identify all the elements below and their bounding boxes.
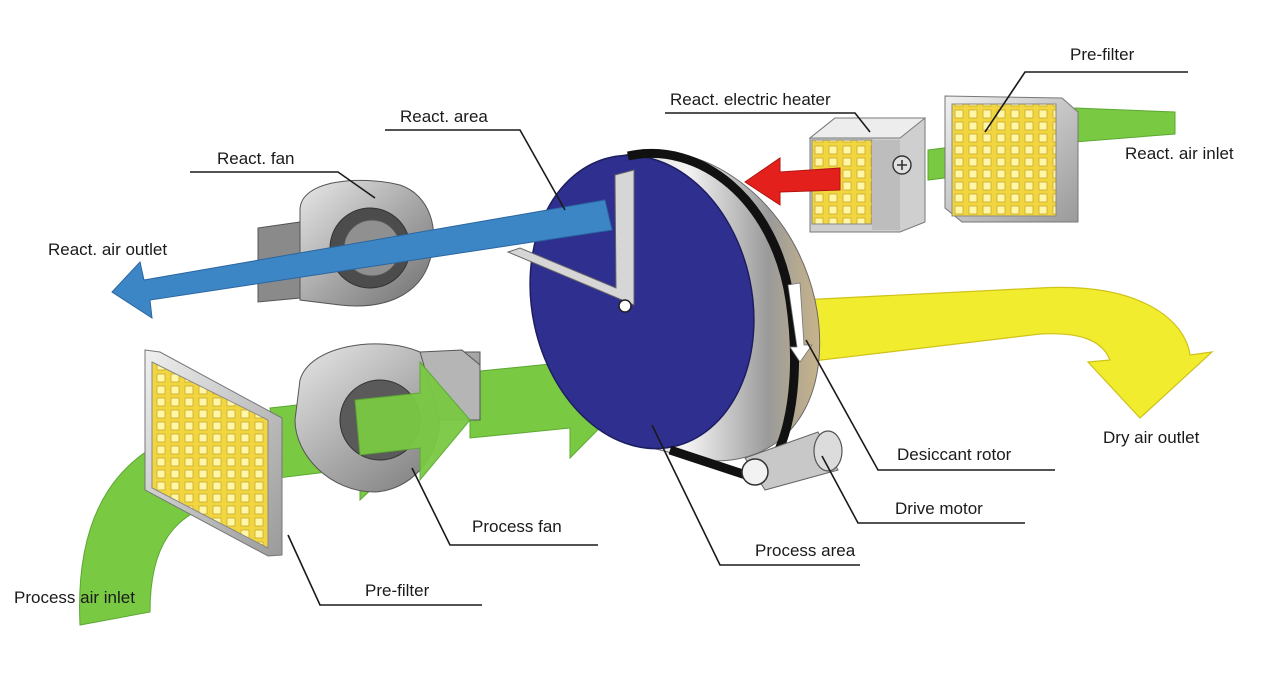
- labels: React. fan React. area React. electric h…: [14, 45, 1234, 607]
- leader-pre-filter-top: [984, 71, 1188, 133]
- pre-filter-top: [944, 95, 1079, 223]
- desiccant-rotor: [506, 148, 821, 483]
- label-drive-motor: Drive motor: [895, 499, 983, 518]
- leader-drive-motor: [821, 455, 1025, 524]
- label-react-area: React. area: [400, 107, 488, 126]
- pre-filter-bottom: [144, 349, 283, 557]
- label-pre-filter-bottom: Pre-filter: [365, 581, 430, 600]
- react-air-inlet-stream: [1074, 107, 1176, 143]
- react-air-outlet-arrow: [111, 199, 613, 319]
- heated-air-arrow: [744, 157, 841, 206]
- label-process-air-inlet: Process air inlet: [14, 588, 135, 607]
- drive-motor: [741, 430, 843, 491]
- label-process-area: Process area: [755, 541, 856, 560]
- label-react-electric-heater: React. electric heater: [670, 90, 831, 109]
- leader-pre-filter-bottom: [287, 534, 482, 606]
- label-dry-air-outlet: Dry air outlet: [1103, 428, 1200, 447]
- leader-process-fan: [411, 467, 598, 546]
- label-react-fan: React. fan: [217, 149, 295, 168]
- label-process-fan: Process fan: [472, 517, 562, 536]
- label-desiccant-rotor: Desiccant rotor: [897, 445, 1012, 464]
- react-electric-heater: [808, 117, 927, 233]
- label-react-air-outlet: React. air outlet: [48, 240, 167, 259]
- label-react-air-inlet: React. air inlet: [1125, 144, 1234, 163]
- leader-desiccant-rotor: [805, 339, 1055, 471]
- leader-react-electric-heater: [665, 112, 871, 133]
- react-area-divider: [506, 169, 635, 306]
- leader-react-area: [385, 129, 566, 211]
- leader-lines: [190, 71, 1188, 606]
- leader-process-area: [651, 424, 860, 566]
- process-air-arrow-through-fan: [354, 360, 471, 482]
- dry-air-outlet-arrow: [799, 286, 1214, 419]
- leader-react-fan: [190, 171, 376, 199]
- label-pre-filter-top: Pre-filter: [1070, 45, 1135, 64]
